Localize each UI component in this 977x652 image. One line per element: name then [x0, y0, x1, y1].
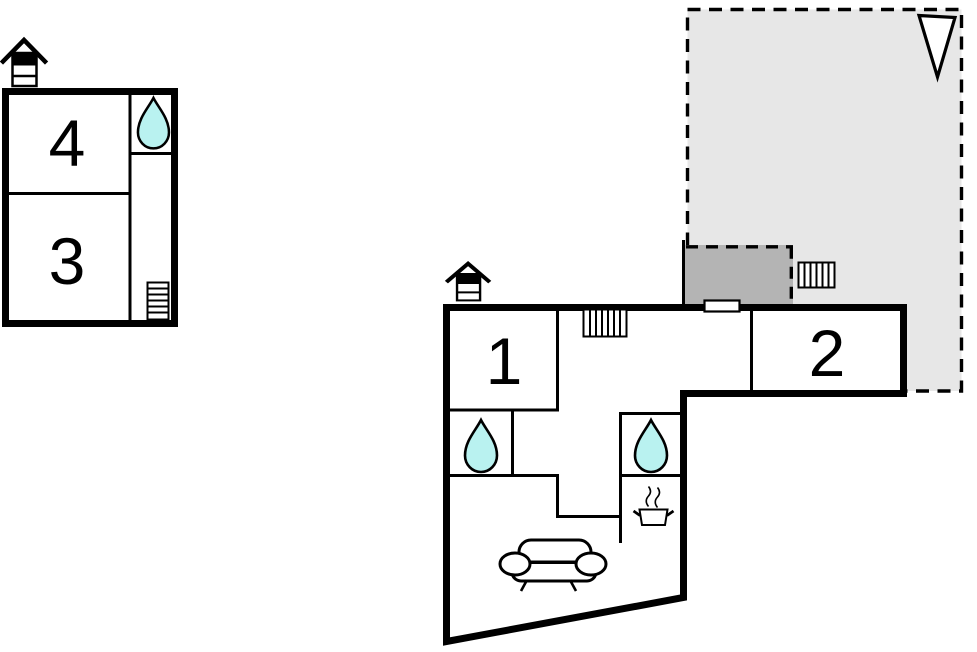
radiator-fins: [589, 309, 621, 337]
room-2-label: 2: [809, 316, 846, 390]
fireplace-band: [457, 274, 481, 284]
annex: 4 3: [0, 36, 178, 327]
radiator-icon: [797, 261, 836, 289]
water-drop-icon: [633, 417, 669, 474]
stairs-steps: [147, 287, 169, 314]
steam-line: [654, 487, 661, 509]
water-drop-icon: [136, 95, 171, 150]
fireplace-band: [12, 53, 37, 66]
covered-terrace: [682, 240, 836, 337]
water-drop-shape: [136, 95, 171, 150]
stove-icon: [632, 486, 675, 526]
pot-body: [638, 508, 669, 526]
sofa-armrest-right: [574, 551, 608, 577]
water-drop-shape: [633, 417, 669, 474]
room-4-label: 4: [49, 106, 86, 180]
covered-terrace-area: [684, 245, 793, 305]
steam-line: [645, 486, 652, 508]
fireplace-roof: [444, 261, 492, 284]
window-icon: [703, 299, 741, 313]
water-drop-shape: [463, 417, 499, 474]
fireplace-roof: [0, 36, 49, 65]
north-arrow-icon: [916, 13, 958, 83]
radiator-fins: [803, 262, 830, 288]
room-1-label: 1: [486, 324, 523, 398]
water-drop-icon: [463, 417, 499, 474]
stairs-icon: [146, 281, 170, 321]
sofa-armrest-left: [498, 551, 532, 577]
room-3-label: 3: [49, 224, 86, 298]
fireplace-icon: [0, 36, 49, 88]
radiator-icon: [582, 308, 628, 338]
pot-handles: [632, 509, 675, 517]
sofa-legs: [519, 579, 578, 592]
sofa-icon: [498, 538, 608, 592]
fireplace-icon: [444, 261, 492, 302]
main-house: 1 2: [443, 261, 907, 646]
